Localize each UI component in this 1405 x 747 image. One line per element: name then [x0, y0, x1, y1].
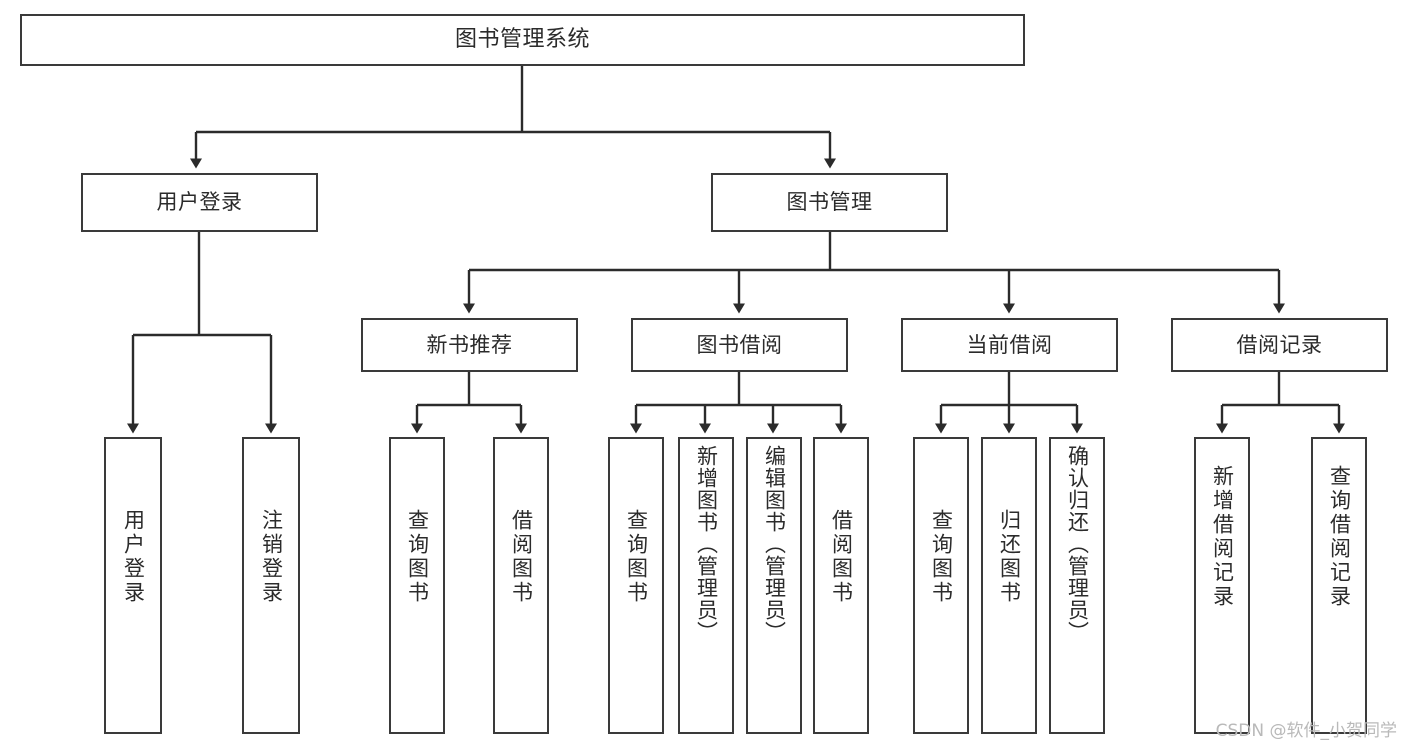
- node-leaf-edit-book-admin[interactable]: 编辑图书（管理员）: [746, 437, 802, 734]
- node-leaf-return-book[interactable]: 归还图书: [981, 437, 1037, 734]
- node-leaf-query-book-3-label: 查询图书: [929, 509, 954, 605]
- node-borrow-record-label: 借阅记录: [1236, 332, 1323, 357]
- node-leaf-query-book-2-label: 查询图书: [624, 509, 649, 605]
- node-leaf-borrow-book-1[interactable]: 借阅图书: [493, 437, 549, 734]
- node-leaf-add-borrow-record[interactable]: 新增借阅记录: [1194, 437, 1250, 734]
- node-borrow-record[interactable]: 借阅记录: [1171, 318, 1388, 372]
- node-leaf-borrow-book-2[interactable]: 借阅图书: [813, 437, 869, 734]
- node-leaf-add-borrow-record-label: 新增借阅记录: [1210, 465, 1235, 609]
- node-leaf-query-borrow-record[interactable]: 查询借阅记录: [1311, 437, 1367, 734]
- node-book-borrow[interactable]: 图书借阅: [631, 318, 848, 372]
- node-current-borrow-label: 当前借阅: [966, 332, 1053, 357]
- node-new-book-recommend[interactable]: 新书推荐: [361, 318, 578, 372]
- node-leaf-query-book-3[interactable]: 查询图书: [913, 437, 969, 734]
- node-book-management[interactable]: 图书管理: [711, 173, 948, 232]
- node-leaf-return-book-label: 归还图书: [997, 509, 1022, 605]
- node-user-login-label: 用户登录: [156, 190, 243, 215]
- node-leaf-logout-login[interactable]: 注销登录: [242, 437, 300, 734]
- node-leaf-borrow-book-2-label: 借阅图书: [829, 509, 854, 605]
- node-current-borrow[interactable]: 当前借阅: [901, 318, 1118, 372]
- node-leaf-edit-book-admin-label: 编辑图书（管理员）: [762, 445, 787, 643]
- node-leaf-user-login-label: 用户登录: [121, 509, 146, 605]
- node-leaf-add-book-admin-label: 新增图书（管理员）: [694, 445, 719, 643]
- node-root-label: 图书管理系统: [454, 27, 590, 53]
- node-leaf-confirm-return-admin-label: 确认归还（管理员）: [1065, 445, 1090, 643]
- node-leaf-query-book-2[interactable]: 查询图书: [608, 437, 664, 734]
- csdn-watermark: CSDN @软件_小贺同学: [1215, 721, 1397, 741]
- node-root[interactable]: 图书管理系统: [20, 14, 1025, 66]
- node-leaf-borrow-book-1-label: 借阅图书: [509, 509, 534, 605]
- node-leaf-user-login[interactable]: 用户登录: [104, 437, 162, 734]
- node-user-login[interactable]: 用户登录: [81, 173, 318, 232]
- node-leaf-query-book-1[interactable]: 查询图书: [389, 437, 445, 734]
- node-new-book-recommend-label: 新书推荐: [426, 332, 513, 357]
- node-book-management-label: 图书管理: [786, 190, 873, 215]
- node-leaf-query-book-1-label: 查询图书: [405, 509, 430, 605]
- node-leaf-logout-login-label: 注销登录: [259, 509, 284, 605]
- node-leaf-confirm-return-admin[interactable]: 确认归还（管理员）: [1049, 437, 1105, 734]
- node-leaf-query-borrow-record-label: 查询借阅记录: [1327, 465, 1352, 609]
- node-book-borrow-label: 图书借阅: [696, 332, 783, 357]
- node-leaf-add-book-admin[interactable]: 新增图书（管理员）: [678, 437, 734, 734]
